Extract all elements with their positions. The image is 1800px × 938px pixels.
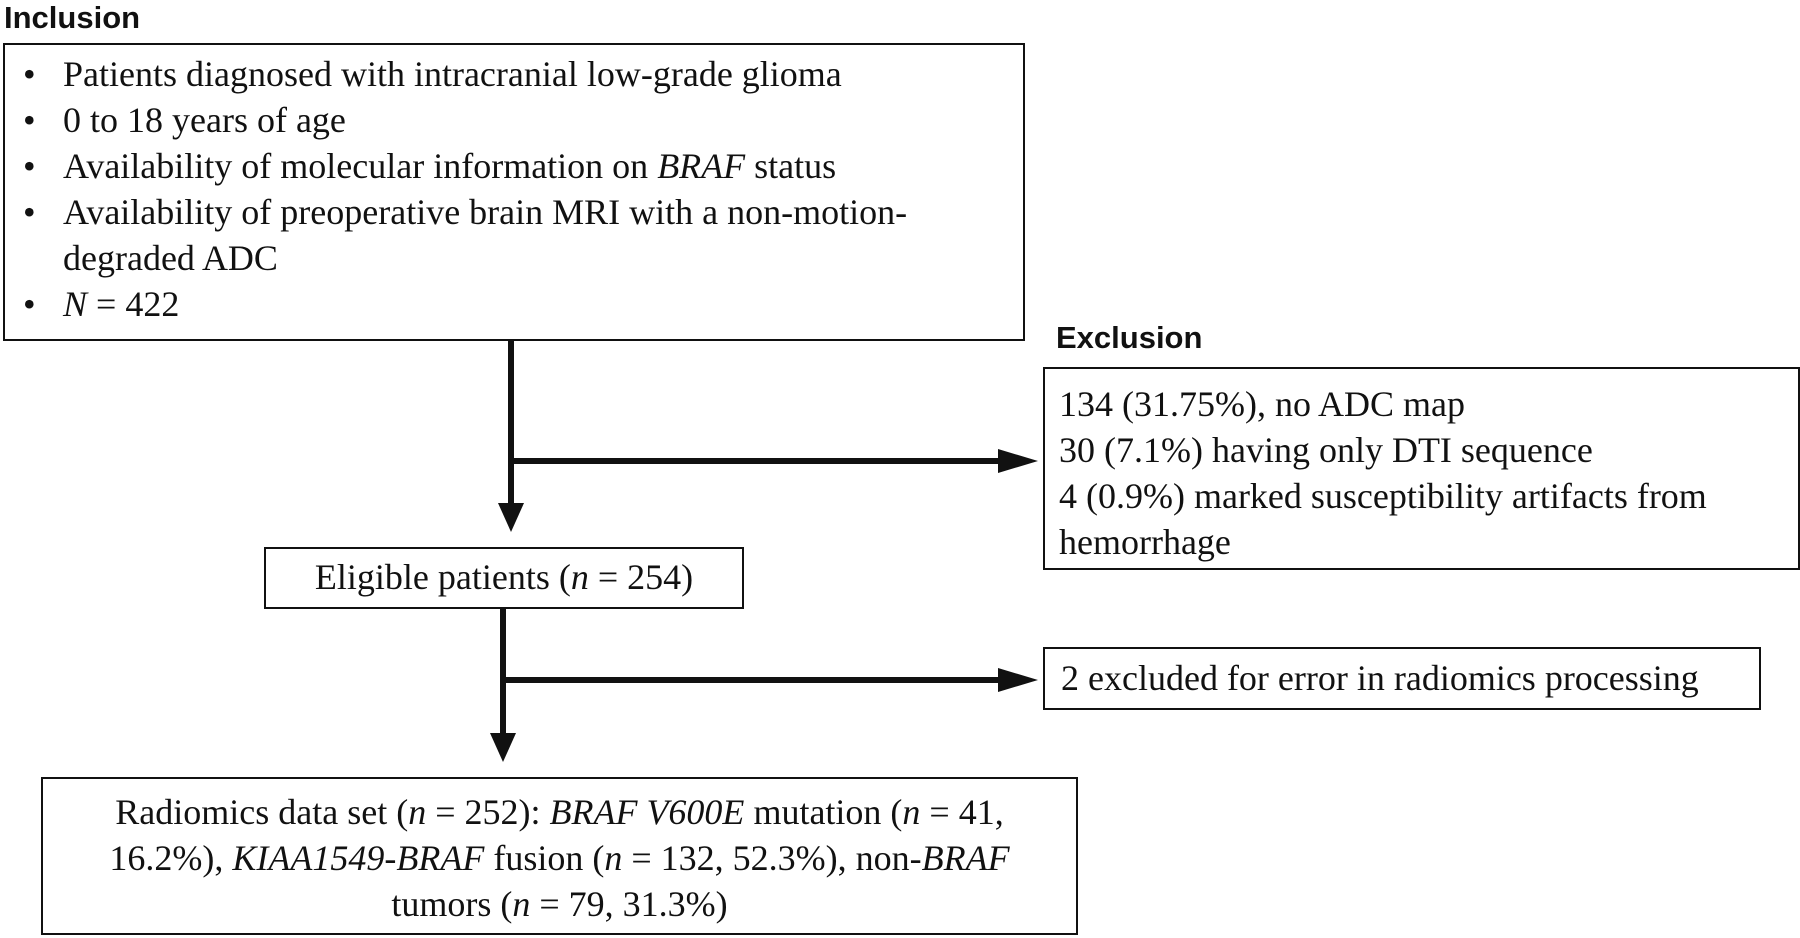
inclusion-item-diagnosis: • Patients diagnosed with intracranial l… xyxy=(11,51,1003,97)
inclusion-item-text-post: status xyxy=(745,146,837,186)
dataset-text-6: = 132, 52.3%), non- xyxy=(622,838,922,878)
exclusion-no-adc: 134 (31.75%), no ADC map xyxy=(1059,384,1465,424)
dataset-n-symbol: n xyxy=(902,792,921,832)
eligible-count: = 254) xyxy=(588,557,694,597)
exclusion-susceptibility: 4 (0.9%) marked susceptibility artifacts… xyxy=(1059,476,1707,562)
inclusion-item-text-italic: BRAF xyxy=(657,146,746,186)
dataset-n-symbol: n xyxy=(408,792,427,832)
arrow-right-processing-icon xyxy=(998,668,1038,692)
dataset-text-7: tumors ( xyxy=(391,884,513,924)
inclusion-item-braf-status: • Availability of molecular information … xyxy=(11,143,1003,189)
dataset-braf: BRAF xyxy=(921,838,1010,878)
dataset-kiaa1549-braf: KIAA1549-BRAF xyxy=(232,838,485,878)
dataset-text-8: = 79, 31.3%) xyxy=(530,884,728,924)
dataset-n-symbol: n xyxy=(604,838,623,878)
inclusion-count-symbol: N xyxy=(63,284,88,324)
inclusion-item-text-pre: Availability of molecular information on xyxy=(63,146,658,186)
dataset-text-2: = 252): xyxy=(426,792,550,832)
arrow-right-exclusion-icon xyxy=(998,449,1038,473)
arrow-down-eligible-icon xyxy=(498,503,524,532)
bullet-icon: • xyxy=(23,284,36,324)
inclusion-item-text: Availability of preoperative brain MRI w… xyxy=(63,192,908,278)
inclusion-item-count: • N = 422 xyxy=(11,281,1003,327)
exclusion-heading: Exclusion xyxy=(1056,320,1203,355)
eligible-n-symbol: n xyxy=(570,557,589,597)
dataset-braf-v600e: BRAF V600E xyxy=(549,792,745,832)
bullet-icon: • xyxy=(23,192,36,232)
dataset-n-symbol: n xyxy=(512,884,531,924)
inclusion-item-text: Patients diagnosed with intracranial low… xyxy=(63,54,842,94)
exclusion-dti-only: 30 (7.1%) having only DTI sequence xyxy=(1059,430,1593,470)
exclusion-box: 134 (31.75%), no ADC map 30 (7.1%) havin… xyxy=(1043,367,1800,570)
bullet-icon: • xyxy=(23,100,36,140)
processing-exclusion-text: 2 excluded for error in radiomics proces… xyxy=(1061,658,1699,698)
dataset-text-3: mutation ( xyxy=(744,792,903,832)
bullet-icon: • xyxy=(23,54,36,94)
inclusion-criteria-box: • Patients diagnosed with intracranial l… xyxy=(3,43,1025,341)
inclusion-item-age: • 0 to 18 years of age xyxy=(11,97,1003,143)
radiomics-dataset-box: Radiomics data set (n = 252): BRAF V600E… xyxy=(41,777,1078,935)
dataset-text-4: = 41, 16.2%), xyxy=(109,792,1004,878)
dataset-text-5: fusion ( xyxy=(484,838,605,878)
bullet-icon: • xyxy=(23,146,36,186)
inclusion-item-text: 0 to 18 years of age xyxy=(63,100,346,140)
inclusion-heading: Inclusion xyxy=(4,0,141,35)
eligible-label: Eligible patients ( xyxy=(314,557,571,597)
processing-exclusion-box: 2 excluded for error in radiomics proces… xyxy=(1043,647,1761,710)
inclusion-count-value: = 422 xyxy=(87,284,180,324)
inclusion-item-mri: • Availability of preoperative brain MRI… xyxy=(11,189,1003,281)
dataset-text-1: Radiomics data set ( xyxy=(115,792,409,832)
inclusion-criteria-list: • Patients diagnosed with intracranial l… xyxy=(11,51,1003,327)
arrow-down-dataset-icon xyxy=(490,733,516,762)
eligible-patients-box: Eligible patients (n = 254) xyxy=(264,547,744,609)
